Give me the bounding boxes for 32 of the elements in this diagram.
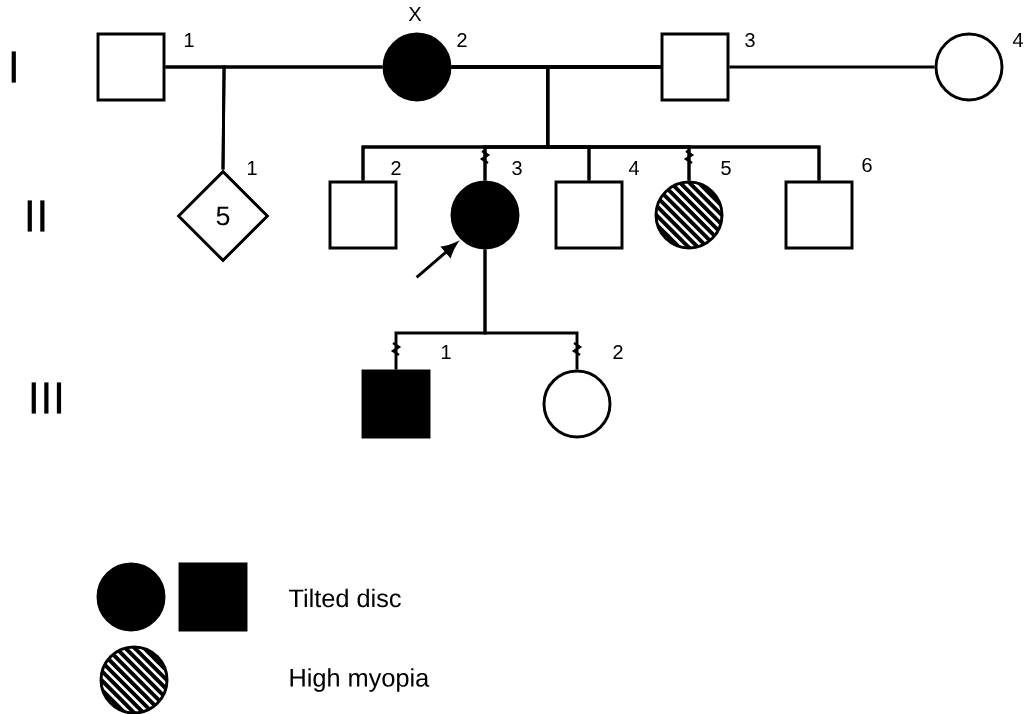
individual-number: 2 xyxy=(391,161,401,175)
square-symbol xyxy=(660,32,730,102)
individual-number: 2 xyxy=(457,33,467,47)
circle-symbol xyxy=(382,32,452,102)
generation-label: III xyxy=(31,382,62,414)
individual-number: 4 xyxy=(1012,33,1023,47)
generation-label: II xyxy=(27,200,45,232)
marriage-line xyxy=(729,65,935,69)
circle-symbol xyxy=(542,369,612,439)
individual-number: 2 xyxy=(613,345,623,359)
square-symbol xyxy=(784,180,854,250)
generation-label: I xyxy=(11,51,16,83)
individual-number: 4 xyxy=(628,161,639,175)
descent-line xyxy=(546,65,821,181)
x-mark: X xyxy=(408,7,422,21)
individual-number: 5 xyxy=(721,161,731,175)
legend-label: Tilted disc xyxy=(289,588,401,608)
circle-symbol xyxy=(934,32,1004,102)
circle-symbol xyxy=(450,180,520,250)
square-symbol xyxy=(96,32,166,102)
descent-line xyxy=(483,249,579,370)
proband-arrow xyxy=(415,242,458,279)
individual-number: 1 xyxy=(441,345,451,359)
individual-number: 3 xyxy=(512,160,522,176)
individual-number: 3 xyxy=(745,32,755,48)
square-symbol xyxy=(554,180,624,250)
square-symbol xyxy=(328,180,398,250)
square-symbol xyxy=(361,369,431,439)
descent-line xyxy=(221,65,383,170)
individual-number: 1 xyxy=(184,33,194,47)
individual-number: 6 xyxy=(862,157,872,173)
legend-label: High myopia xyxy=(290,668,430,692)
